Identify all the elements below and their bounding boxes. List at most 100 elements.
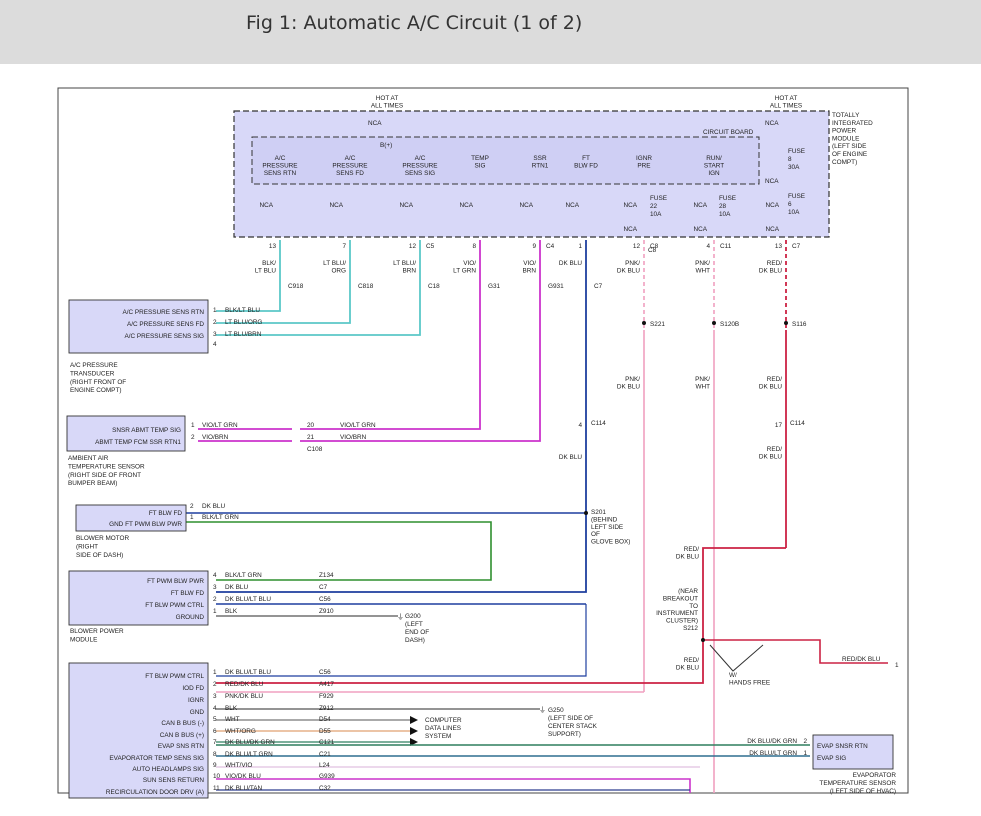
hvac-wire-color: DK BLU/TAN	[225, 785, 263, 792]
pin-temp-sig-number: 8	[472, 243, 476, 250]
offpage-ref: 1	[895, 662, 899, 669]
pin-ssr-rtn1-wire-color: VIO/BRN	[523, 260, 537, 274]
page-title: Fig 1: Automatic A/C Circuit (1 of 2)	[246, 12, 583, 34]
pin-temp-sig-circuit: G31	[488, 283, 501, 290]
wire-red-dk-blu-hvac	[216, 547, 786, 684]
hvac-pin-number: 6	[213, 728, 217, 735]
circuit-board	[251, 136, 760, 185]
hvac-circuit: D55	[319, 728, 331, 735]
power-module-pin-label: FT PWM BLW PWR	[147, 578, 204, 585]
hvac-circuit: C56	[319, 669, 331, 676]
title-bar: Fig 1: Automatic A/C Circuit (1 of 2)	[0, 0, 981, 64]
power-module-circuit: Z134	[319, 572, 334, 579]
hvac-pin-label: EVAP SNS RTN	[158, 743, 205, 750]
hvac-circuit: Z912	[319, 705, 334, 712]
ac-pressure-transducer	[68, 299, 209, 354]
pin-red-dk-blu-number: 13	[775, 243, 783, 250]
nca-label: NCA	[400, 202, 414, 209]
hvac-circuit: G939	[319, 773, 335, 780]
nca-label: NCA	[624, 226, 638, 233]
nca-label: NCA	[766, 226, 780, 233]
hvac-pin-number: 1	[213, 669, 217, 676]
power-module-wire-color: DK BLU/LT BLU	[225, 596, 271, 603]
diagram-frame	[57, 87, 909, 794]
hvac-pin-number: 11	[213, 785, 220, 792]
pin-ft-blw-fd-circuit: C7	[594, 283, 603, 290]
c108-pin: 20	[307, 422, 315, 429]
wire-label-pnk-dk-blu: PNK/DK BLU	[617, 376, 640, 390]
power-module-circuit: Z910	[319, 608, 334, 615]
nca-label: NCA	[694, 202, 708, 209]
nca-label: NCA	[330, 202, 344, 209]
hvac-wire-color: RED/DK BLU	[225, 681, 264, 688]
pin-ft-blw-fd-number: 1	[578, 243, 582, 250]
power-module-circuit: C56	[319, 596, 331, 603]
hvac-pin-label: FT BLW PWM CTRL	[145, 673, 204, 680]
wire-vio-dk-blu	[216, 778, 691, 793]
power-module-wire-color: BLK/LT GRN	[225, 572, 262, 579]
nca-label: NCA	[765, 120, 779, 127]
hvac-wire-color: DK BLU/LT BLU	[225, 669, 271, 676]
transducer-pin-label: A/C PRESSURE SENS FD	[127, 321, 204, 328]
pin-ac-sens-sig-circuit: C18	[428, 283, 440, 290]
arrow-icon	[410, 716, 418, 724]
splice-s116-label: S116	[792, 321, 807, 328]
power-module-wire-color: DK BLU	[225, 584, 248, 591]
c114-pin-4: 4	[578, 422, 582, 429]
pin-run-start-ign-number: 4	[706, 243, 710, 250]
hvac-pin-number: 8	[213, 751, 217, 758]
blower-wire-color: BLK/LT GRN	[202, 514, 239, 521]
ambient-pin-label: SNSR ABMT TEMP SIG	[112, 427, 181, 434]
blower-pin-number: 1	[190, 514, 194, 521]
pin-ac-sens-rtn-wire-color: BLK/LT BLU	[255, 260, 276, 274]
nca-label: NCA	[520, 202, 534, 209]
pin-run-start-ign-connector: C11	[720, 243, 732, 250]
evap-wire-color: DK BLU/DK GRN	[747, 738, 797, 745]
transducer-pin-label: A/C PRESSURE SENS SIG	[124, 333, 204, 340]
ambient-wire-color: VIO/LT GRN	[202, 422, 238, 429]
transducer-pin-number: 1	[213, 307, 217, 314]
hvac-circuit: A417	[319, 681, 334, 688]
pin-red-dk-blu-connector: C7	[792, 243, 801, 250]
wire-blk-lt-blu	[216, 240, 281, 312]
wire-label-red-dk-blu: RED/DK BLU	[759, 446, 782, 460]
evap-wire-color: DK BLU/LT GRN	[749, 750, 797, 757]
splice-s221	[642, 321, 646, 325]
transducer-wire-color: BLK/LT BLU	[225, 307, 260, 314]
hvac-pin-number: 2	[213, 681, 217, 688]
hvac-wire-color: WHT	[225, 716, 240, 723]
hands-free-branch	[709, 644, 764, 672]
hvac-pin-label: IGNR	[188, 697, 204, 704]
pin-ac-sens-sig-wire-color: LT BLU/BRN	[393, 260, 416, 274]
ambient-pin-number: 2	[191, 434, 195, 441]
ambient-pin-number: 1	[191, 422, 195, 429]
pin-ac-sens-sig-number: 12	[409, 243, 417, 250]
wire-label-pnk-wht: PNK/WHT	[695, 376, 710, 390]
splice-s221-label: S221	[650, 321, 665, 328]
hvac-circuit: C21	[319, 751, 331, 758]
power-module-pin-number: 3	[213, 584, 217, 591]
wire-label-red-dk-blu: RED/DK BLU	[676, 546, 699, 560]
hvac-circuit: C32	[319, 785, 331, 792]
wire-lt-blu-brn	[216, 240, 421, 336]
power-module-wire-color: BLK	[225, 608, 238, 615]
power-module-pin-label: FT BLW PWM CTRL	[145, 602, 204, 609]
blower-pin-label: FT BLW FD	[149, 510, 183, 517]
hvac-pin-label: EVAPORATOR TEMP SENS SIG	[109, 755, 204, 762]
hvac-pin-number: 5	[213, 716, 217, 723]
wire-vio-brn	[300, 240, 541, 442]
connector-c8: C8	[648, 247, 657, 254]
power-module-pin-number: 2	[213, 596, 217, 603]
